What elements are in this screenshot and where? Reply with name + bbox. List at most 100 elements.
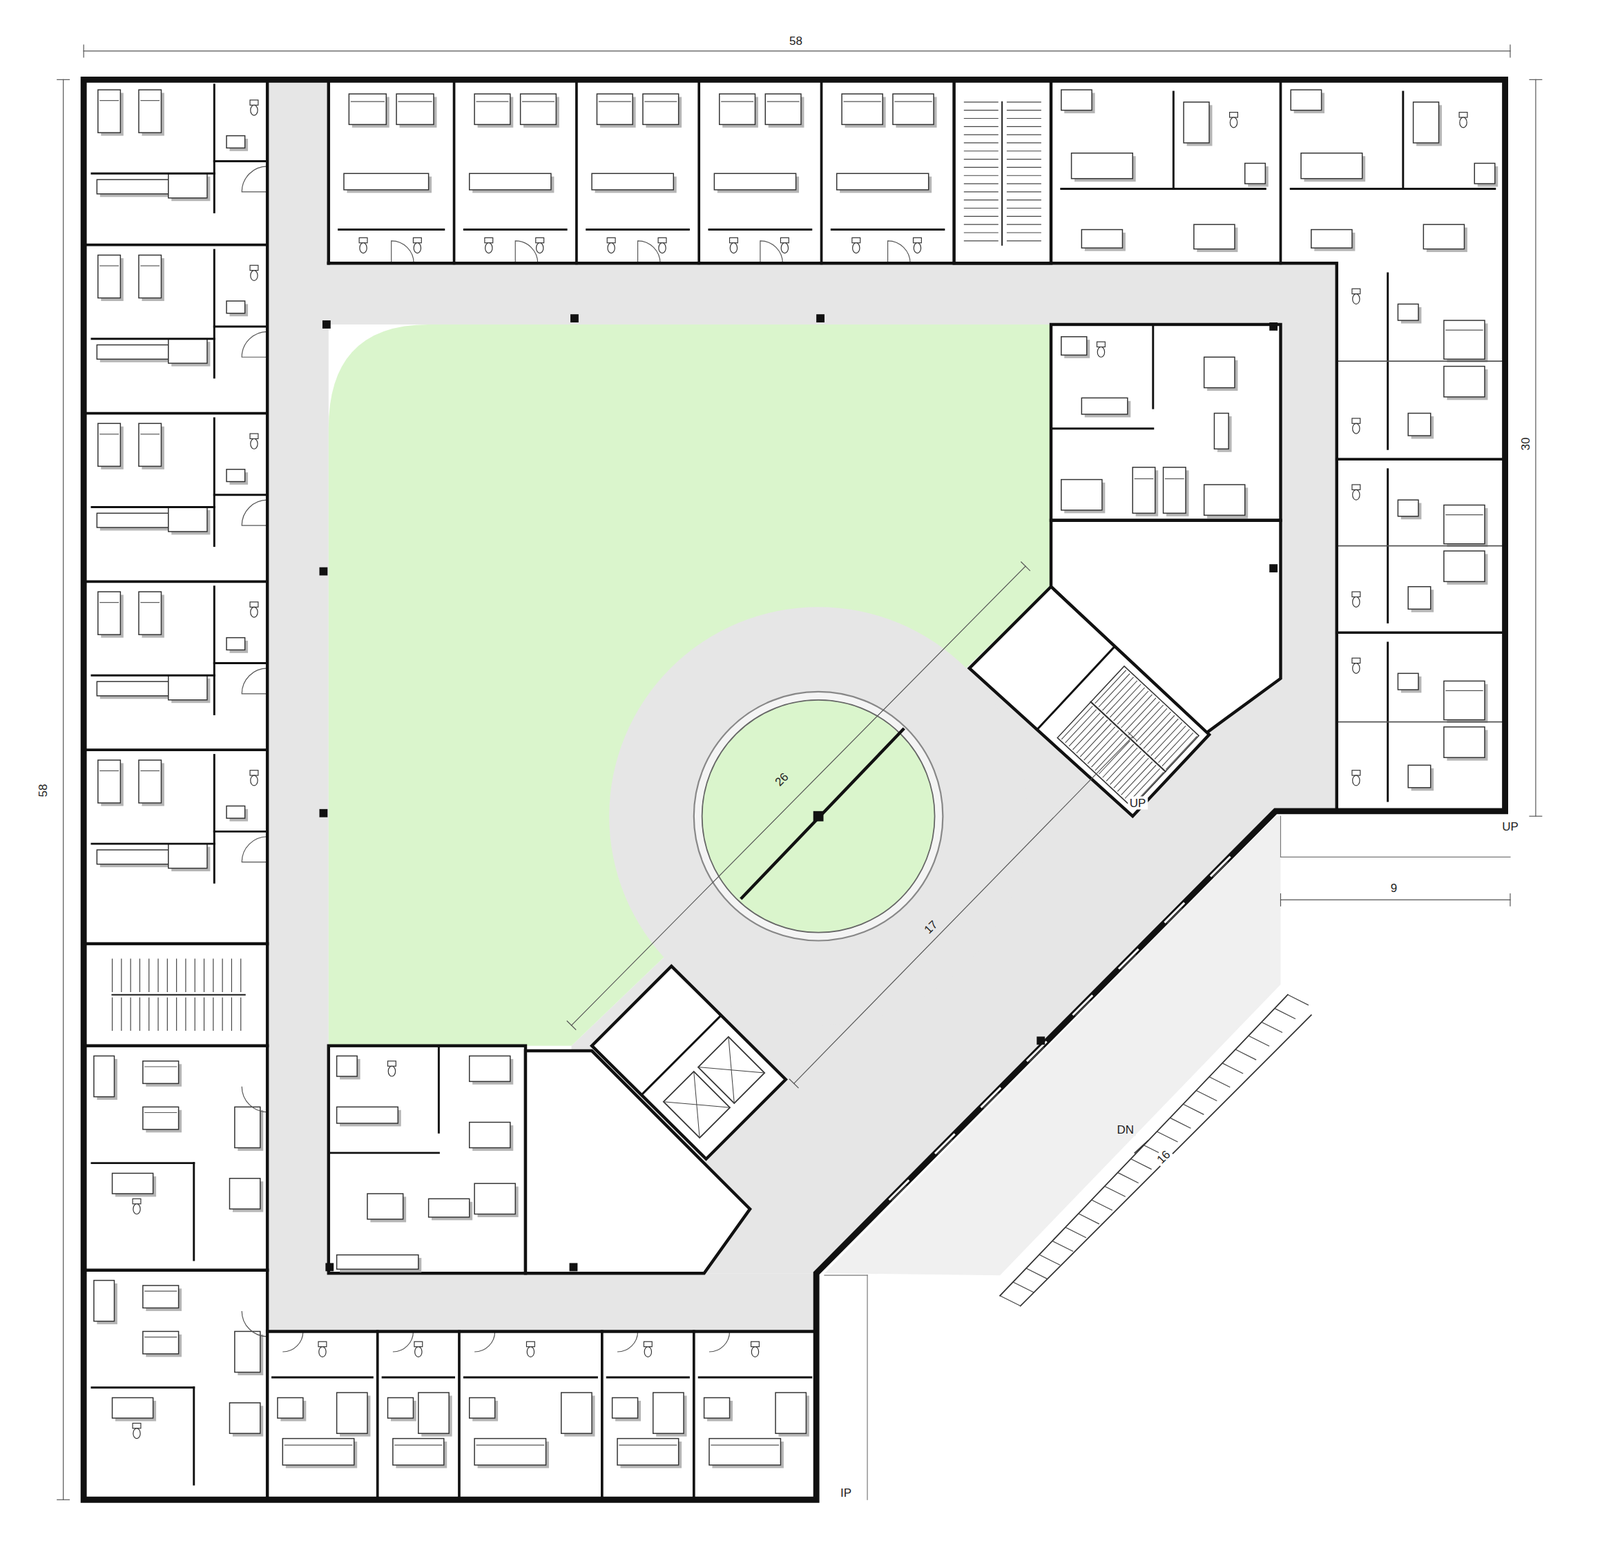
toilet-tank (1097, 341, 1106, 347)
circular-plaza (609, 606, 1028, 1026)
lift-cross (663, 1071, 730, 1139)
partition (214, 830, 268, 833)
stair-tread (1102, 677, 1134, 711)
direction-arrow (1134, 1140, 1148, 1154)
furniture (1408, 765, 1431, 788)
corridor-wall (265, 1046, 269, 1501)
furniture (336, 1392, 368, 1434)
toilet-tank (729, 237, 739, 243)
dimension-line (571, 566, 1027, 1026)
furniture (277, 1397, 304, 1419)
stair-tread (1052, 1240, 1074, 1252)
lift-cross (663, 1071, 730, 1139)
stair-tread (139, 997, 141, 1031)
toilet-tank (658, 237, 667, 243)
stair-flight (1057, 666, 1199, 808)
stair-tread (1261, 1022, 1283, 1033)
stair-tread (964, 240, 998, 242)
stair-tread (222, 959, 224, 992)
dimension-label: 58 (787, 34, 805, 48)
furniture (1071, 153, 1134, 179)
corridor-wall (267, 1329, 817, 1333)
partition (339, 228, 445, 231)
bed-pillow-line (145, 1066, 177, 1067)
partition (213, 418, 216, 547)
furniture (418, 1392, 449, 1434)
stair-tread (222, 997, 224, 1031)
partition (1290, 187, 1496, 190)
partition (1401, 91, 1404, 189)
stair-tread (1006, 142, 1041, 143)
stair-tread (1006, 109, 1041, 111)
furniture (348, 93, 387, 125)
stair-tread (1169, 1117, 1191, 1129)
stair-tread (1151, 723, 1182, 757)
stair-tread (1068, 713, 1100, 747)
stair-tread (212, 959, 214, 992)
toilet-tank (359, 237, 368, 243)
dimension-line (1280, 899, 1510, 901)
stair-tread (1129, 701, 1160, 735)
toilet-bowl (413, 243, 421, 254)
stair-tread (1073, 716, 1104, 750)
bed-pillow-line (476, 101, 509, 103)
furniture (1290, 89, 1322, 111)
furniture (168, 675, 208, 700)
bed-pillow-line (1446, 690, 1483, 692)
toilet-bowl (250, 775, 258, 786)
partition (1151, 324, 1154, 409)
dimension-line (1535, 79, 1536, 817)
furniture (704, 1397, 730, 1419)
furniture (98, 423, 121, 467)
stair-tread (185, 997, 186, 1031)
stair-tread (212, 997, 214, 1031)
toilet-tank (249, 433, 259, 439)
furniture (1443, 727, 1485, 758)
door-swing (888, 241, 911, 264)
stair-tread (1106, 747, 1137, 782)
furniture (612, 1397, 639, 1419)
toilet-bowl (1352, 597, 1360, 608)
partition (606, 1376, 689, 1379)
toilet-bowl (415, 1347, 422, 1358)
stair-tread (1091, 734, 1123, 768)
inner-room (328, 1046, 526, 1275)
partition (214, 325, 268, 328)
corridor-wall (1335, 263, 1339, 812)
stair-tread (1006, 232, 1041, 233)
furniture (1163, 467, 1187, 514)
partition (575, 79, 578, 264)
stair-tread (1104, 1186, 1126, 1197)
toilet-tank (249, 100, 259, 105)
toilet-tank (414, 1341, 423, 1347)
window-gap (1165, 903, 1185, 923)
door-swing (760, 241, 784, 264)
partition (1336, 360, 1506, 362)
stair-tread (1065, 1227, 1087, 1239)
toilet-tank (249, 770, 259, 776)
furniture (226, 805, 246, 819)
bed-pillow-line (100, 265, 119, 266)
bed-pillow-line (476, 1445, 545, 1447)
furniture (1397, 499, 1419, 517)
site-line (824, 1275, 868, 1277)
furniture (142, 1106, 179, 1130)
stair-tread (1026, 1268, 1047, 1279)
stair-tread (964, 224, 998, 226)
toilet-bowl (485, 243, 493, 254)
furniture (1397, 303, 1419, 321)
stair-tread (1062, 706, 1093, 740)
bed-pillow-line (394, 1445, 442, 1447)
partition (83, 1269, 268, 1272)
door-swing (391, 241, 415, 264)
partition (1336, 721, 1506, 724)
door-swing (241, 331, 268, 358)
stair-tread (167, 997, 168, 1031)
furniture (428, 1198, 470, 1218)
stair-tread (1158, 729, 1190, 764)
stair-tread (1121, 694, 1152, 728)
bed-pillow-line (767, 101, 799, 103)
courtyard-lawn (328, 324, 1052, 1047)
toilet-bowl (1459, 117, 1467, 128)
dimension-tick (1529, 816, 1542, 817)
